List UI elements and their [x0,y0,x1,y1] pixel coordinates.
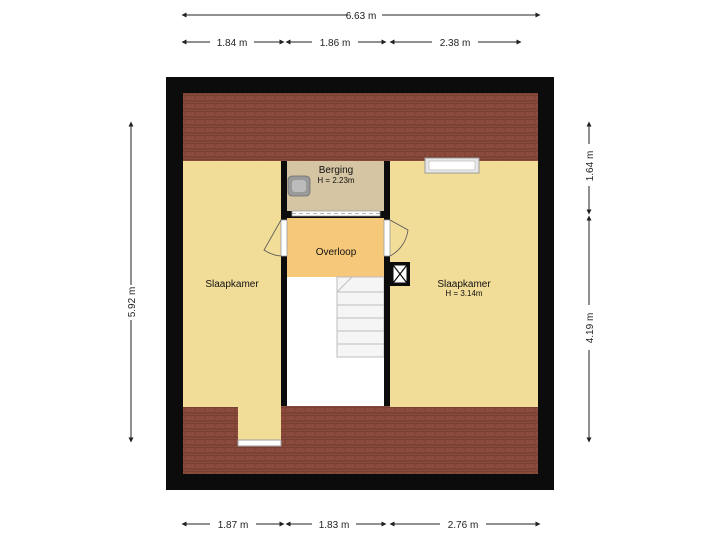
overloop-floor [287,218,384,277]
room-height-berging: H = 2.23m [317,176,354,185]
room-label-slaapkamer-left: Slaapkamer [205,279,259,290]
roof-strip-bottom [287,407,538,474]
window-bottom-left [237,439,282,447]
room-height-slaapkamer-right: H = 3.14m [445,289,482,298]
dim-bottom-seg-2: 1.83 m [319,520,350,531]
roof-strip-bottom-left [183,442,287,474]
dim-bottom-seg-1: 1.87 m [218,520,249,531]
dim-left-total: 5.92 m [127,287,138,318]
door-right-bedroom [383,219,409,257]
room-label-overloop: Overloop [316,247,357,258]
dimension-lines: 6.63 m 1.84 m 1.86 m 2.38 m 1.87 m 1.83 … [127,11,596,531]
dim-right-seg-2: 4.19 m [585,313,596,344]
boiler-icon [287,175,311,197]
dim-top-seg-2: 1.86 m [320,38,351,49]
staircase [336,276,385,358]
bedroom-left-floor [183,161,281,442]
room-label-slaapkamer-right: Slaapkamer [437,279,491,290]
dim-top-total: 6.63 m [346,11,377,22]
dim-top-seg-1: 1.84 m [217,38,248,49]
skylight [424,157,480,174]
bedroom-right-floor [390,161,538,407]
berging-roof-cover [287,126,384,161]
berging-opening [291,210,381,217]
room-label-berging: Berging [319,165,353,176]
dim-top-seg-3: 2.38 m [440,38,471,49]
shaft-icon [390,262,410,286]
door-left-bedroom [263,219,288,257]
dim-bottom-seg-3: 2.76 m [448,520,479,531]
dim-right-seg-1: 1.64 m [585,151,596,182]
